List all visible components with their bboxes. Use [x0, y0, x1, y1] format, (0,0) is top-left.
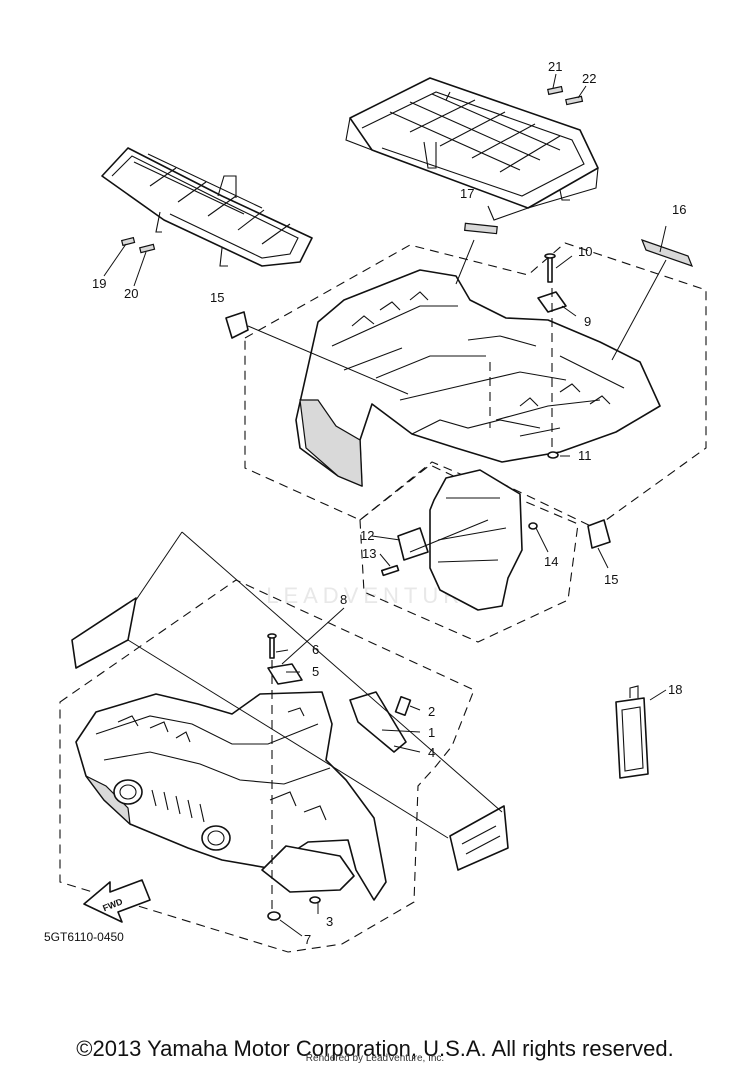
callout-2: 2 [428, 704, 435, 719]
callout-15b: 15 [604, 572, 618, 587]
front-fender-small-parts [71, 531, 509, 937]
drawing-code: 5GT6110-0450 [44, 930, 124, 944]
copyright-notice: ©2013 Yamaha Motor Corporation, U.S.A. A… [76, 1036, 674, 1061]
callout-15a: 15 [210, 290, 224, 305]
callout-19: 19 [92, 276, 106, 291]
callout-9: 9 [584, 314, 591, 329]
rear-fender [295, 269, 661, 487]
front-rack-labels [103, 236, 156, 287]
callout-17: 17 [460, 186, 474, 201]
callout-22: 22 [582, 71, 596, 86]
callout-18: 18 [668, 682, 682, 697]
front-fender [75, 691, 387, 901]
callout-11: 11 [578, 448, 592, 463]
callout-12: 12 [360, 528, 374, 543]
callout-6: 6 [312, 642, 319, 657]
fwd-arrow-icon [83, 879, 151, 923]
rear-fender-small-parts [225, 222, 694, 459]
callout-16: 16 [672, 202, 686, 217]
front-fender-boundary [59, 579, 475, 953]
rendered-by-notice: Rendered by LeadVenture, Inc. [305, 1053, 445, 1064]
rear-rack-labels [547, 73, 587, 106]
callout-10: 10 [578, 244, 592, 259]
callout-3: 3 [326, 914, 333, 929]
callout-8: 8 [340, 592, 347, 607]
callout-7: 7 [304, 932, 311, 947]
rear-mud-flap [371, 469, 611, 611]
callout-14: 14 [544, 554, 558, 569]
label-sheet [615, 685, 667, 779]
callout-21: 21 [548, 59, 562, 74]
callout-20: 20 [124, 286, 138, 301]
front-carrier [101, 147, 313, 267]
callout-1: 1 [428, 725, 435, 740]
rear-carrier [345, 77, 599, 221]
callout-5: 5 [312, 664, 319, 679]
callout-13: 13 [362, 546, 376, 561]
flap-boundary [359, 461, 579, 643]
callout-4: 4 [428, 745, 435, 760]
